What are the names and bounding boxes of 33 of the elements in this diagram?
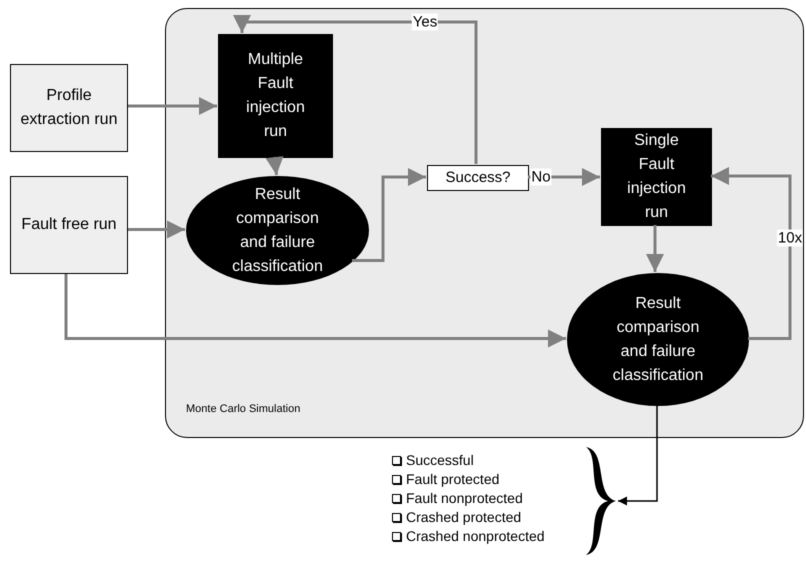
node-text: Single Fault injection run (626, 131, 687, 223)
node-text: Multiple Fault injection run (245, 50, 306, 142)
node-text: Fault nonprotected (406, 490, 523, 507)
arrow (352, 168, 426, 262)
node-text: Fault protected (406, 471, 500, 488)
arrow (528, 168, 600, 186)
process-box (218, 34, 333, 158)
node-text: Success? (445, 169, 511, 187)
arrow (646, 225, 664, 272)
node-text: Result comparison and failure classification (231, 184, 324, 276)
process-box (601, 128, 712, 226)
group-panel (165, 8, 804, 438)
arrow (618, 405, 658, 506)
edge-label: No (530, 168, 552, 186)
node-text: Fault free run (21, 215, 117, 235)
edge-label: Yes (412, 14, 438, 30)
edge-label: 10x (776, 230, 804, 246)
arrow (128, 220, 185, 238)
arrow (233, 15, 478, 164)
decision-box (427, 165, 529, 191)
node-text: Crashed nonprotected (406, 528, 545, 545)
node-text: Crashed protected (406, 509, 522, 526)
node-text: Profile extraction run (20, 86, 118, 130)
node-text: Result comparison and failure classification (612, 294, 704, 386)
process-box (10, 176, 128, 274)
arrow (266, 156, 284, 176)
arrow (64, 274, 566, 348)
arrow (128, 97, 217, 115)
node-text: Successful (406, 452, 474, 469)
process-box (10, 64, 128, 152)
curly-brace (584, 445, 616, 557)
node-text: Monte Carlo Simulation (186, 402, 300, 416)
arrow (711, 167, 792, 340)
